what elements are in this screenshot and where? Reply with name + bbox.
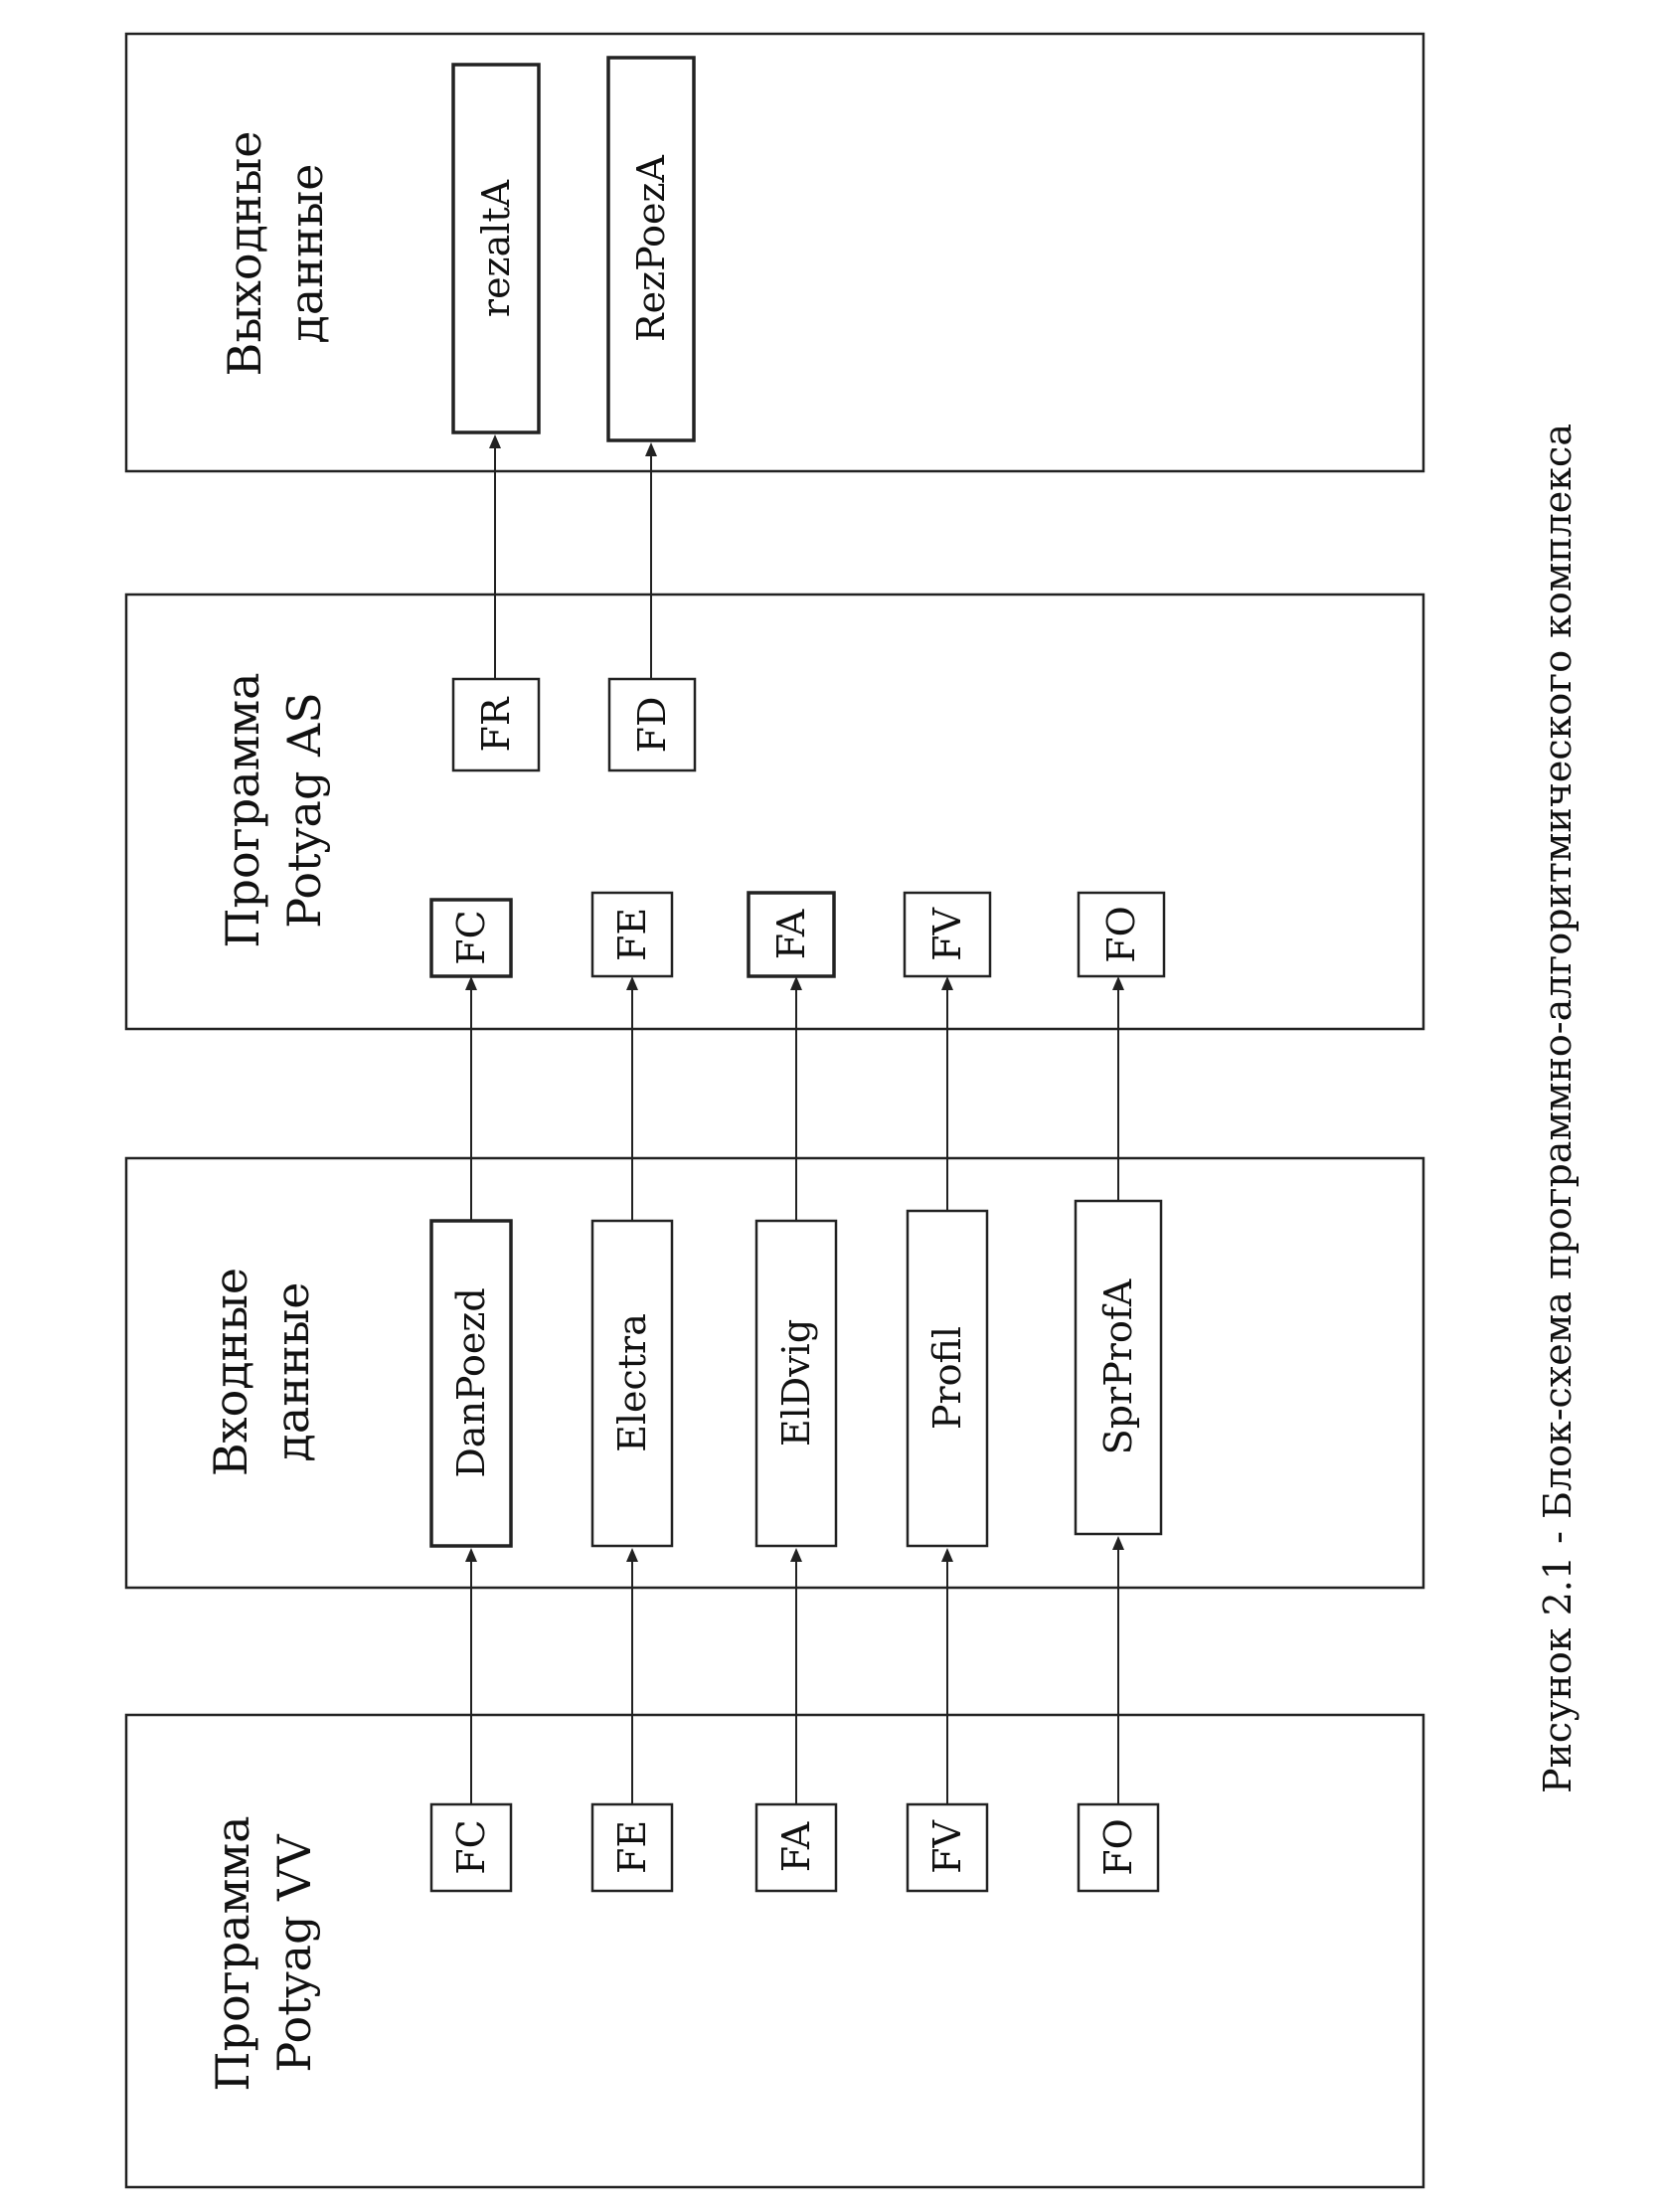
as-input-file-label: FC [449, 910, 493, 964]
vv-file-fe: FE [590, 1802, 674, 1893]
arrow-fo-to-sprprofa [1112, 1536, 1124, 1804]
input-file-sprprofa: SprProfA [1074, 1199, 1163, 1536]
arrow-fr-to-rezalta [489, 434, 501, 679]
input-file-eldvig: ElDvig [754, 1219, 838, 1548]
panel-title-line-1: Выходные [218, 131, 271, 377]
output-file-label: RezPoezA [629, 154, 673, 342]
as-input-file-label: FA [769, 909, 813, 959]
arrow-fc-to-danpoezd [465, 1548, 477, 1804]
arrow-fv-to-profil [941, 1548, 953, 1804]
input-file-label: Electra [610, 1313, 654, 1452]
panel-title-line-2: Potyag VV [267, 1834, 321, 2073]
as-output-file-label: FR [474, 696, 518, 752]
panel-title-line-2: данные [279, 164, 333, 344]
as-input-file-fa: FA [747, 891, 836, 978]
as-input-file-fo: FO [1077, 891, 1166, 978]
vv-file-label: FE [610, 1820, 654, 1874]
output-file-label: rezaltA [474, 179, 518, 317]
as-input-file-label: FV [925, 908, 969, 961]
arrow-eldvig-to-fa [790, 976, 802, 1221]
vv-file-label: FO [1096, 1818, 1140, 1876]
arrow-fe-to-electra [626, 1548, 638, 1804]
arrow-fa-to-eldvig [790, 1548, 802, 1804]
as-input-file-fe: FE [590, 891, 674, 978]
vv-file-label: FV [925, 1820, 969, 1874]
as-input-file-label: FO [1099, 906, 1143, 963]
input-file-label: ElDvig [774, 1319, 818, 1446]
output-file-rezalta: rezaltA [451, 63, 541, 434]
as-output-file-label: FD [630, 697, 674, 754]
panel-title-line-1: Входные [204, 1268, 257, 1476]
vv-file-label: FC [449, 1819, 493, 1874]
arrow-fd-to-rezpoeza [645, 442, 657, 679]
as-input-file-label: FE [610, 908, 654, 961]
vv-file-fa: FA [754, 1802, 838, 1893]
panel-title-line-1: Программа [206, 1815, 259, 2091]
arrow-electra-to-fe [626, 976, 638, 1221]
input-file-danpoezd: DanPoezd [429, 1219, 513, 1548]
output-file-rezpoeza: RezPoezA [606, 56, 696, 442]
vv-file-label: FA [774, 1821, 818, 1872]
input-file-label: SprProfA [1096, 1278, 1140, 1454]
panel-output-data: Выходные данные [124, 32, 1425, 473]
arrow-profil-to-fv [941, 976, 953, 1211]
arrow-sprprofa-to-fo [1112, 976, 1124, 1201]
as-input-file-fv: FV [903, 891, 992, 978]
input-file-profil: Profil [906, 1209, 989, 1548]
as-input-file-fc: FC [429, 898, 513, 978]
arrow-danpoezd-to-fc [465, 976, 477, 1221]
input-file-label: Profil [925, 1326, 969, 1430]
vv-file-fv: FV [906, 1802, 989, 1893]
figure-caption: Рисунок 2.1 - Блок-схема программно-алго… [1536, 424, 1580, 1793]
panel-title-line-1: Программа [216, 672, 269, 947]
vv-file-fc: FC [429, 1802, 513, 1893]
input-file-electra: Electra [590, 1219, 674, 1548]
panel-potyag-vv: Программа Potyag VV [124, 1713, 1425, 2189]
panel-title-line-2: данные [265, 1282, 319, 1462]
panel-title-line-2: Potyag AS [277, 692, 331, 928]
as-output-file-fd: FD [607, 677, 697, 772]
vv-file-fo: FO [1077, 1802, 1160, 1893]
input-file-label: DanPoezd [449, 1287, 493, 1477]
as-output-file-fr: FR [451, 677, 541, 772]
